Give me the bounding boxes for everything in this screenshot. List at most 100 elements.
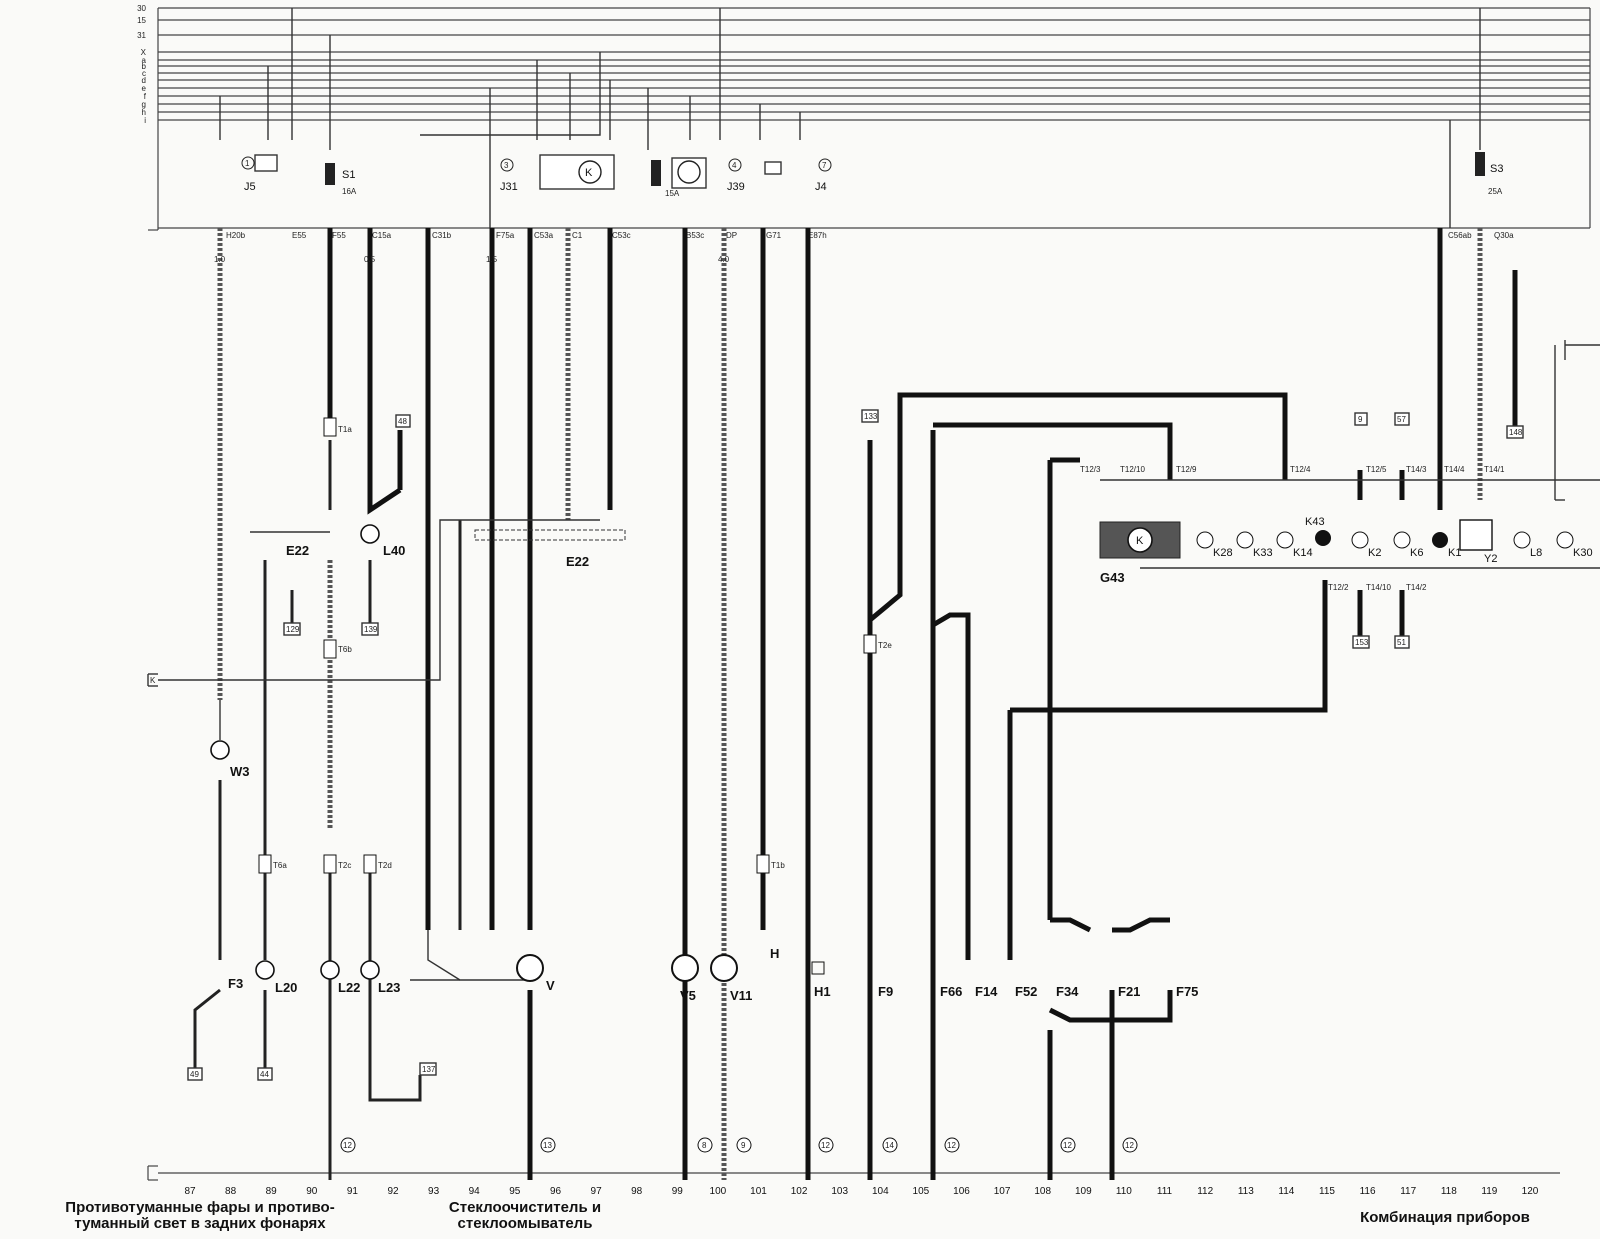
relay-number: 4	[732, 161, 737, 170]
ref: 57	[1397, 415, 1406, 424]
ground-number: 108	[1034, 1186, 1051, 1197]
k1-label: K1	[1448, 547, 1461, 559]
ref: 139	[364, 625, 378, 634]
ref: 153	[1355, 638, 1369, 647]
ground-number: 98	[631, 1186, 643, 1197]
circle-refs: 12 13 8 9 12 14 12 12 12	[340, 1137, 1138, 1153]
circle-ref: 13	[543, 1141, 552, 1150]
fuse-s1[interactable]: S1 16A	[325, 163, 357, 196]
caption-line: стеклоомыватель	[457, 1215, 593, 1232]
ground-number: 91	[347, 1186, 359, 1197]
ground-number: 105	[913, 1186, 930, 1197]
ref: 137	[422, 1065, 436, 1074]
ground-number: 96	[550, 1186, 562, 1197]
ground-number: 109	[1075, 1186, 1092, 1197]
wire-size: 1.0	[214, 255, 226, 264]
connector-code: C31b	[432, 231, 452, 240]
pin: T12/10	[1120, 465, 1145, 474]
k28-label: K28	[1213, 547, 1233, 559]
ground-number: 103	[831, 1186, 848, 1197]
cluster-pins: T12/3 T12/10 T12/9 T12/4 T12/5 T14/3 T14…	[1080, 465, 1505, 592]
ref: 49	[190, 1070, 199, 1079]
circle-ref: 12	[343, 1141, 352, 1150]
bus-label: X	[141, 48, 147, 57]
ground-number: 94	[469, 1186, 481, 1197]
relay-id: J39	[727, 181, 745, 193]
connector-code: C15a	[372, 231, 392, 240]
gauge-k-label: K	[585, 167, 593, 179]
f14-label: F14	[975, 984, 998, 999]
f9-label: F9	[878, 984, 893, 999]
wire-sizes: 1.0 1.5 0.5 4.0	[214, 255, 730, 264]
v-label: V	[546, 978, 555, 993]
wire-size: 0.5	[364, 255, 376, 264]
bus-label: b	[142, 62, 147, 71]
e22-top-label: E22	[286, 543, 309, 558]
relay-k-unit[interactable]	[671, 157, 707, 189]
ground-number: 95	[509, 1186, 521, 1197]
connector-codes: H20b E55 F55 C15a C31b F75a C53a C1 C53c…	[226, 231, 1514, 240]
e22-mid-label: E22	[566, 554, 589, 569]
fuse-s3[interactable]: S3 25A	[1475, 152, 1503, 196]
connectors: T1a T6b T6a T2c T2d T1b T2e	[258, 417, 892, 874]
ground-number: 113	[1238, 1186, 1254, 1197]
connector-code: B53c	[686, 231, 704, 240]
ground-number: 116	[1360, 1186, 1376, 1197]
caption-fog-lights: Противотуманные фары и противо- туманный…	[0, 1200, 400, 1232]
connector-code: E55	[292, 231, 307, 240]
ground-number: 114	[1278, 1186, 1294, 1197]
g43-label: G43	[1100, 570, 1125, 585]
relay-j31[interactable]: K 3 J31	[500, 154, 615, 193]
connector-code: F75a	[496, 231, 515, 240]
ref: 44	[260, 1070, 269, 1079]
circle-ref: 9	[741, 1141, 746, 1150]
ground-number: 117	[1400, 1186, 1416, 1197]
ref: 148	[1509, 428, 1523, 437]
connector-label: T1a	[338, 425, 352, 434]
connector-label: T2e	[878, 641, 892, 650]
connector-code: Q30a	[1494, 231, 1514, 240]
ground-number: 104	[872, 1186, 889, 1197]
bus-label: 30	[137, 4, 146, 13]
f21-label: F21	[1118, 984, 1140, 999]
fuse-id: S3	[1490, 163, 1503, 175]
l8-label: L8	[1530, 547, 1542, 559]
relay-number: 7	[822, 161, 827, 170]
fuse-id: S1	[342, 169, 355, 181]
ground-number: 119	[1481, 1186, 1497, 1197]
k43-label: K43	[1305, 516, 1325, 528]
relay-j39[interactable]: 4 J39	[727, 158, 745, 193]
bus-label: 31	[137, 31, 146, 40]
ground-number: 112	[1197, 1186, 1213, 1197]
connector-code: H20b	[226, 231, 246, 240]
k-left-label: K	[150, 676, 156, 685]
f75-label: F75	[1176, 984, 1198, 999]
h-label: H	[770, 946, 779, 961]
relay-j4[interactable]: 7 J4	[764, 158, 832, 193]
connector-label: T2d	[378, 861, 392, 870]
relay-j5[interactable]: 1 J5	[241, 154, 278, 193]
bus-labels: 30 15 31 X a b c d e f g h i	[137, 4, 147, 125]
power-bus	[147, 7, 1591, 1181]
bus-droppers	[219, 8, 1481, 228]
relay-id: J4	[815, 181, 827, 193]
pin: T12/4	[1290, 465, 1311, 474]
fuse-rating: 15A	[665, 189, 680, 198]
circle-ref: 12	[821, 1141, 830, 1150]
bus-label: d	[142, 76, 146, 85]
ref: 9	[1358, 415, 1363, 424]
ground-number: 100	[710, 1186, 727, 1197]
ref: 48	[398, 417, 407, 426]
ground-number: 110	[1116, 1186, 1132, 1197]
w3-label: W3	[230, 764, 250, 779]
ground-number: 99	[672, 1186, 684, 1197]
pin: T14/10	[1366, 583, 1391, 592]
v5-label: V5	[680, 988, 696, 1003]
bus-label: g	[142, 100, 146, 109]
fuse-s2[interactable]: 15A	[651, 160, 680, 198]
circle-ref: 8	[702, 1141, 707, 1150]
bus-label: a	[142, 56, 147, 65]
connector-code: F55	[332, 231, 346, 240]
